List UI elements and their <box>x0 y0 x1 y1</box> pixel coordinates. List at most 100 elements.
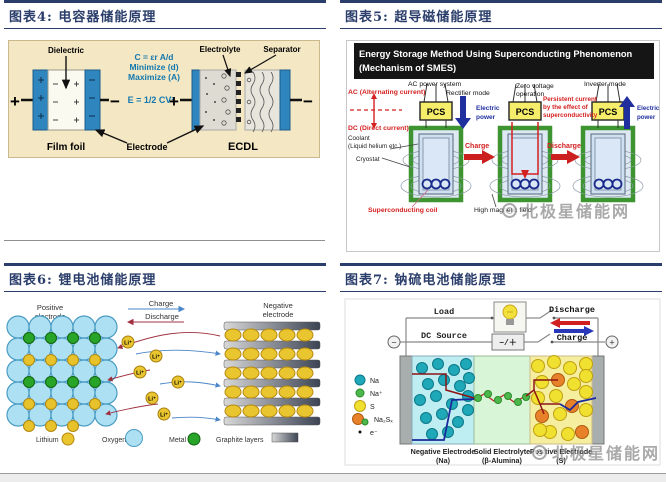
fig5-smes-diagram: Energy Storage Method Using Superconduct… <box>346 40 660 252</box>
graphite-stack <box>223 321 321 426</box>
ecdl-plus-sign: + <box>169 92 179 111</box>
cryostat-units: PCS PCS <box>400 83 644 203</box>
watermark-text: 北极星储能网 <box>552 444 661 463</box>
fig6-title: 图表6: 锂电池储能原理 <box>9 273 157 288</box>
negative-electrode-line2: electrode <box>263 310 294 319</box>
ecdl-minus-sign: − <box>303 92 313 111</box>
cryostat-charge-unit: PCS <box>400 83 472 203</box>
li-ion-label: Li⁺ <box>152 354 160 361</box>
positive-electrode-line2: electrode <box>35 312 66 321</box>
nas-charge-arrow <box>554 326 594 336</box>
inverter-mode-label: Inverter mode <box>584 81 626 88</box>
legend-lithium-icon <box>61 432 75 446</box>
formula-minimize: Minimize (d) <box>129 62 178 72</box>
li-ions: Li⁺ Li⁺ Li⁺ Li⁺ Li⁺ Li⁺ <box>121 335 185 421</box>
fig6-li-battery-diagram: Positive electrode Negative electrode Ch… <box>6 299 321 447</box>
electric-power-up-arrow <box>619 96 635 129</box>
electric-power-label-discharge-1: Electric <box>637 105 660 112</box>
na-ion-particles <box>474 390 530 406</box>
watermark-logo-icon <box>532 444 547 460</box>
legend-metal-icon <box>187 432 201 446</box>
lithium-spheres <box>23 354 101 432</box>
rectifier-mode-label: Rectifier mode <box>446 90 490 97</box>
li-ion-label: Li⁺ <box>124 340 132 347</box>
sulfur-particles <box>531 355 593 441</box>
ac-current-label: AC (Alternating current) <box>348 89 425 96</box>
superconducting-coil-icon <box>593 178 623 190</box>
legend-oxygen-label: Oxygen <box>102 437 126 444</box>
page-bottom-rule <box>0 473 666 482</box>
cryostat-label: Cryostat <box>356 156 380 163</box>
watermark: 北极星储能网 <box>502 198 630 222</box>
negative-terminal-icon <box>387 335 401 349</box>
smes-discharge-label: Discharge <box>547 143 581 150</box>
li-ion-label: Li⁺ <box>160 412 168 419</box>
legend-na-icon <box>354 374 366 386</box>
left-plus-sign: + <box>10 92 20 111</box>
fig6-header: 图表6: 锂电池储能原理 <box>4 263 326 292</box>
nas-charge-label: Charge <box>557 333 588 343</box>
circuit-wires <box>400 309 605 356</box>
pcs-label: PCS <box>427 107 446 117</box>
current-path <box>412 373 560 415</box>
watermark-logo-icon <box>502 202 517 218</box>
fig5-title: 图表5: 超导磁储能原理 <box>345 10 493 25</box>
legend-lithium-label: Lithium <box>36 437 59 444</box>
solid-electrolyte-caption-line1: Solid Electrolyte <box>474 447 530 456</box>
legend-na2sx-label: Na₂Sₓ <box>374 417 393 424</box>
dc-source-polarity: −/＋ <box>499 338 517 348</box>
pcs-label: PCS <box>516 107 535 117</box>
legend-graphite-label: Graphite layers <box>216 437 264 444</box>
electrolyte-polymer-squiggles <box>246 71 274 133</box>
charge-label: Charge <box>149 299 174 308</box>
negative-terminal-sign: − <box>391 338 396 348</box>
superconducting-coil-icon <box>421 178 451 190</box>
electric-power-down-arrow <box>455 96 471 129</box>
formula-capacitance: C = εr A/d <box>135 52 174 62</box>
fig7-nas-battery-diagram: − + Load DC Source −/＋ Discharge Charge <box>344 298 661 466</box>
fig6-legend: Lithium Oxygen Metal Graphite layers <box>36 429 299 447</box>
ac-power-system-label: AC power system <box>408 81 462 88</box>
legend-electron-icon <box>358 430 362 434</box>
watermark: 北极星储能网 <box>532 440 660 464</box>
formula-maximize: Maximize (A) <box>128 72 180 82</box>
legend-na-ion-label: Na⁺ <box>370 391 383 398</box>
dc-current-label: DC (Direct current) <box>348 125 409 132</box>
positive-electrode-caption-line2: (S) <box>556 456 566 465</box>
legend-electron-label: e⁻ <box>370 430 378 437</box>
intercalated-lithium <box>224 328 314 418</box>
persistent-current-line1: Persistent current <box>543 96 598 103</box>
smes-charge-arrow <box>464 150 495 164</box>
nas-cell <box>399 355 605 445</box>
electrolyte-particles-left <box>205 73 231 126</box>
na-particles <box>414 358 475 440</box>
negative-electrode-line1: Negative <box>263 301 293 310</box>
electrode-label: Electrode <box>126 142 167 152</box>
li-ion-label: Li⁺ <box>136 370 144 377</box>
smes-discharge-arrow <box>551 150 580 164</box>
persistent-current-line3: superconductivity <box>543 112 598 119</box>
smes-header-line1: Energy Storage Method Using Superconduct… <box>359 49 633 59</box>
separator-dashes <box>236 72 241 122</box>
coolant-label-line2: (Liquid helium etc.) <box>348 143 401 150</box>
nas-discharge-arrow <box>550 318 590 328</box>
coolant-label-line1: Coolant <box>348 135 370 142</box>
oxygen-spheres <box>6 315 118 427</box>
left-plate-polarity-marks <box>38 77 44 119</box>
cell-right-wall <box>591 355 605 445</box>
electron-path <box>412 397 597 441</box>
ecdl-label: ECDL <box>228 141 258 153</box>
cell-left-wall <box>399 355 413 445</box>
positive-electrode-line1: Positive <box>37 303 63 312</box>
cryostat-discharge-unit: PCS <box>572 83 644 203</box>
fig7-legend: Na Na⁺ S Na₂Sₓ e⁻ <box>352 374 393 437</box>
electric-power-label-charge-2: power <box>476 114 496 121</box>
electrode-captions: Positive electrode Negative electrode <box>35 301 294 321</box>
superconducting-coil-label: Superconducting coil <box>368 207 438 214</box>
formula-energy: E = 1/2 CV² <box>128 95 175 105</box>
fig7-captions: Negative Electrode (Na) Solid Electrolyt… <box>411 447 593 465</box>
pcs-label: PCS <box>599 107 618 117</box>
film-foil-label: Film foil <box>47 142 86 153</box>
legend-sulfur-icon <box>354 400 366 412</box>
left-minus-sign: − <box>110 92 120 111</box>
